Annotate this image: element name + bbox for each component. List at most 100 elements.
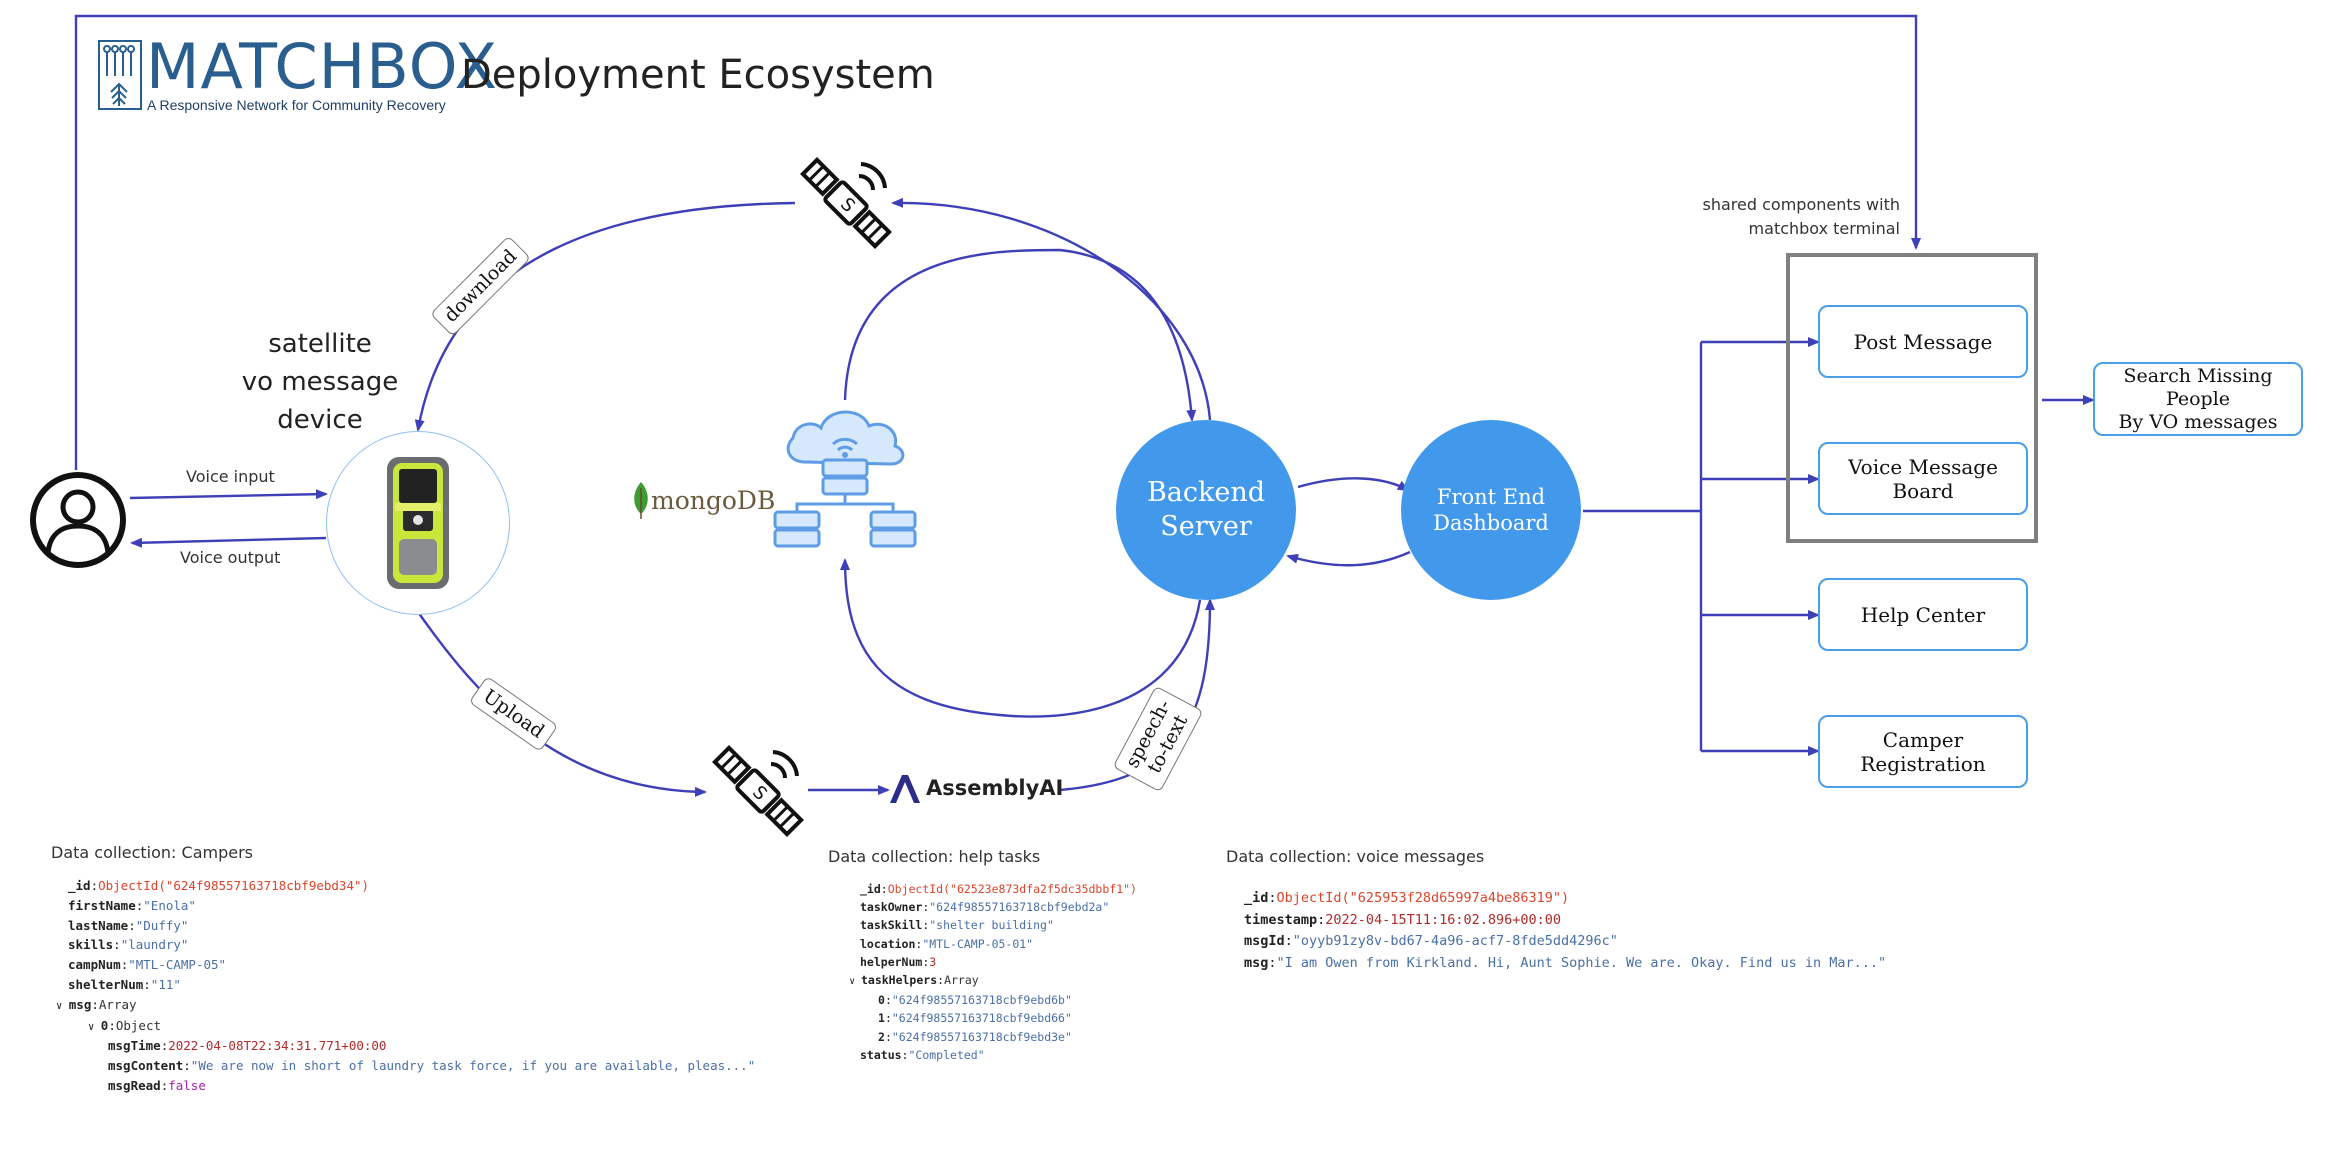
help-tasks-collection-document: _id:ObjectId("62523e873dfa2f5dc35dbbf1")… bbox=[849, 880, 1137, 1064]
document-field-row: firstName:"Enola" bbox=[68, 897, 196, 913]
camper-registration-box: Camper Registration bbox=[1818, 715, 2028, 788]
document-field-row: _id:ObjectId("62523e873dfa2f5dc35dbbf1") bbox=[860, 882, 1137, 896]
field-key: _id bbox=[860, 882, 881, 896]
field-key: msg bbox=[68, 996, 92, 1012]
field-key: helperNum bbox=[860, 954, 923, 969]
field-key: msgContent bbox=[108, 1058, 184, 1074]
field-value: "MTL-CAMP-05-01" bbox=[922, 936, 1034, 951]
device-label: satellite vo message device bbox=[241, 329, 399, 435]
top-loop-connector bbox=[74, 14, 1921, 470]
page-title: Deployment Ecosystem bbox=[461, 52, 935, 98]
document-field-row: location:"MTL-CAMP-05-01" bbox=[860, 936, 1034, 951]
document-field-row: status:"Completed" bbox=[860, 1047, 985, 1062]
help-tasks-collection-title: Data collection: help tasks bbox=[828, 847, 1041, 866]
field-value: 2022-04-08T22:34:31.771+00:00 bbox=[168, 1038, 387, 1054]
user-icon bbox=[28, 470, 128, 570]
help-center-box: Help Center bbox=[1818, 578, 2028, 651]
field-value: "624f98557163718cbf9ebd66" bbox=[891, 1011, 1072, 1026]
field-key: skills bbox=[68, 937, 114, 953]
field-key: campNum bbox=[68, 957, 121, 973]
document-field-row: helperNum:3 bbox=[860, 954, 937, 969]
field-key: msgRead bbox=[108, 1077, 161, 1093]
document-field-row: msgContent:"We are now in short of laund… bbox=[108, 1058, 756, 1074]
field-value: false bbox=[168, 1077, 206, 1093]
field-value: "shelter building" bbox=[929, 918, 1054, 933]
field-value: "624f98557163718cbf9ebd2a" bbox=[929, 900, 1110, 915]
field-value: "I am Owen from Kirkland. Hi, Aunt Sophi… bbox=[1276, 954, 1887, 971]
field-value: "Enola" bbox=[143, 897, 196, 913]
document-field-row: msgTime:2022-04-08T22:34:31.771+00:00 bbox=[108, 1038, 387, 1054]
field-key: 2 bbox=[878, 1029, 885, 1044]
field-key: firstName bbox=[68, 897, 136, 913]
field-key: shelterNum bbox=[68, 976, 144, 992]
field-key: taskOwner bbox=[860, 900, 923, 915]
matchbox-logo-mark-icon bbox=[98, 40, 142, 110]
document-field-row: shelterNum:"11" bbox=[68, 976, 181, 992]
field-value: "Completed" bbox=[908, 1047, 985, 1062]
voice-messages-collection-title: Data collection: voice messages bbox=[1226, 847, 1485, 866]
voice-messages-collection-document: _id:ObjectId("625953f28d65997a4be86319")… bbox=[1244, 888, 1886, 974]
document-field-row: timestamp:2022-04-15T11:16:02.896+00:00 bbox=[1244, 911, 1561, 928]
campers-collection-document: _id:ObjectId("624f98557163718cbf9ebd34")… bbox=[56, 876, 756, 1096]
logo-wordmark: MATCHBOX bbox=[146, 30, 498, 103]
shared-components-note: shared components with matchbox terminal bbox=[1702, 195, 1900, 238]
document-field-row: lastName:"Duffy" bbox=[68, 917, 189, 933]
satellite-top-icon: S bbox=[793, 150, 899, 256]
download-arrow bbox=[414, 201, 796, 432]
field-value: "11" bbox=[150, 976, 181, 992]
document-field-row: msg:"I am Owen from Kirkland. Hi, Aunt S… bbox=[1244, 954, 1887, 971]
assemblyai-label: AssemblyAI bbox=[926, 776, 1064, 800]
cloud-database-icon bbox=[765, 400, 925, 560]
expand-caret-icon[interactable]: ∨ bbox=[88, 1019, 101, 1033]
campers-collection-title: Data collection: Campers bbox=[51, 843, 254, 862]
field-value: ObjectId("624f98557163718cbf9ebd34") bbox=[98, 878, 370, 893]
field-key: msgTime bbox=[108, 1038, 161, 1054]
field-value: 3 bbox=[929, 954, 937, 969]
assemblyai-logo-icon bbox=[888, 773, 922, 805]
voice-message-board-box: Voice Message Board bbox=[1818, 442, 2028, 515]
field-value: "Duffy" bbox=[135, 917, 189, 933]
field-key: taskHelpers bbox=[860, 973, 938, 988]
satellite-bottom-icon: S bbox=[705, 738, 811, 844]
expand-caret-icon[interactable]: ∨ bbox=[56, 998, 69, 1012]
satellite-device-image bbox=[326, 431, 510, 615]
field-key: 0 bbox=[100, 1017, 109, 1033]
expand-caret-icon[interactable]: ∨ bbox=[849, 976, 861, 988]
field-key: lastName bbox=[68, 917, 129, 933]
field-key: msg bbox=[1244, 954, 1269, 971]
device-icon bbox=[387, 457, 449, 589]
document-field-row: _id:ObjectId("625953f28d65997a4be86319") bbox=[1244, 890, 1570, 906]
document-field-row: ∨ 0:Object bbox=[88, 1017, 161, 1033]
frontend-to-backend-arrow bbox=[1286, 550, 1411, 567]
document-field-row: msgId:"oyyb91zy8v-bd67-4a96-acf7-8fde5dd… bbox=[1244, 933, 1618, 949]
document-field-row: 2:"624f98557163718cbf9ebd3e" bbox=[878, 1029, 1072, 1044]
field-value: "624f98557163718cbf9ebd6b" bbox=[891, 993, 1072, 1008]
field-value: "MTL-CAMP-05" bbox=[128, 957, 227, 973]
voice-input-label: Voice input bbox=[186, 467, 275, 486]
db-to-backend-arrow bbox=[843, 248, 1197, 422]
field-value: "624f98557163718cbf9ebd3e" bbox=[891, 1029, 1072, 1044]
document-field-row: skills:"laundry" bbox=[68, 937, 189, 953]
post-message-box: Post Message bbox=[1818, 305, 2028, 378]
field-value: Object bbox=[115, 1017, 161, 1033]
field-key: timestamp bbox=[1244, 911, 1318, 928]
field-key: _id bbox=[1244, 890, 1269, 906]
field-value: ObjectId("62523e873dfa2f5dc35dbbf1") bbox=[887, 882, 1137, 896]
document-field-row: ∨ taskHelpers:Array bbox=[849, 973, 979, 988]
upload-arrow bbox=[417, 611, 707, 797]
document-field-row: 1:"624f98557163718cbf9ebd66" bbox=[878, 1011, 1072, 1026]
field-value: 2022-04-15T11:16:02.896+00:00 bbox=[1325, 911, 1561, 928]
document-field-row: 0:"624f98557163718cbf9ebd6b" bbox=[878, 993, 1072, 1008]
backend-to-db-arrow bbox=[840, 558, 1202, 718]
field-value: Array bbox=[944, 973, 979, 988]
field-key: 1 bbox=[878, 1011, 885, 1026]
document-field-row: _id:ObjectId("624f98557163718cbf9ebd34") bbox=[68, 878, 370, 893]
field-value: "laundry" bbox=[120, 937, 189, 953]
document-field-row: campNum:"MTL-CAMP-05" bbox=[68, 957, 227, 973]
field-key: 0 bbox=[878, 993, 885, 1008]
mongodb-leaf-icon bbox=[630, 480, 652, 520]
document-field-row: taskOwner:"624f98557163718cbf9ebd2a" bbox=[860, 900, 1110, 915]
document-field-row: taskSkill:"shelter building" bbox=[860, 918, 1054, 933]
